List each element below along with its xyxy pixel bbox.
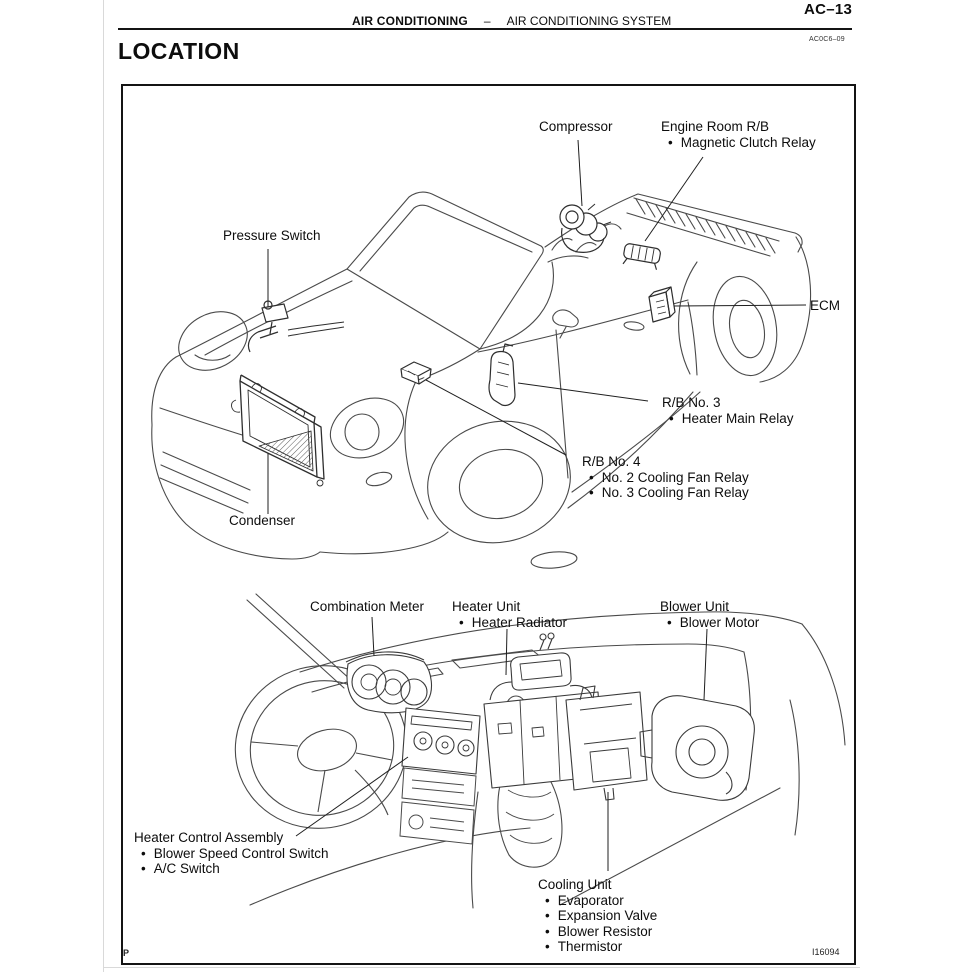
label-title: Combination Meter: [310, 599, 425, 614]
label-bullet: Evaporator: [538, 893, 657, 909]
label-condenser: Condenser: [229, 513, 295, 529]
label-title: Compressor: [539, 119, 613, 134]
label-bullet: Magnetic Clutch Relay: [661, 135, 816, 151]
label-compressor: Compressor: [539, 119, 613, 135]
ecm-drawing: [648, 286, 676, 323]
label-cooling-unit: Cooling Unit Evaporator Expansion Valve …: [538, 877, 657, 955]
heater-control-drawing: [401, 707, 481, 775]
pressure-switch-drawing: [247, 300, 345, 353]
label-bullet: No. 2 Cooling Fan Relay: [582, 470, 749, 486]
label-bullet: No. 3 Cooling Fan Relay: [582, 485, 749, 501]
rb-no4-drawing: [400, 361, 432, 385]
label-bullet: Blower Speed Control Switch: [134, 846, 329, 862]
label-title: Heater Control Assembly: [134, 830, 284, 845]
label-bullet: Heater Main Relay: [662, 411, 794, 427]
page-title: LOCATION: [118, 38, 240, 64]
label-title: Engine Room R/B: [661, 119, 770, 134]
label-heater-unit: Heater Unit Heater Radiator: [452, 599, 567, 630]
label-ecm: ECM: [810, 298, 840, 314]
section-title: AIR CONDITIONING: [352, 14, 468, 28]
label-title: Blower Unit: [660, 599, 730, 614]
header-separator: –: [483, 14, 491, 28]
label-pressure-switch: Pressure Switch: [223, 228, 321, 244]
running-header: AIR CONDITIONING – AIR CONDITIONING SYSTEM: [352, 14, 671, 28]
condenser-drawing: [231, 374, 325, 487]
page-bottom-edge-line: [103, 967, 860, 968]
figure-border: [121, 84, 856, 965]
compressor-drawing: [559, 203, 612, 253]
label-title: Condenser: [229, 513, 296, 528]
steering-wheel-drawing: [234, 665, 408, 829]
header-rule: [118, 28, 852, 30]
combination-meter-drawing: [345, 651, 433, 714]
page-number: AC–13: [804, 1, 853, 18]
label-title: R/B No. 3: [662, 395, 721, 410]
label-bullet: Expansion Valve: [538, 908, 658, 924]
cooling-unit-drawing: [565, 685, 648, 801]
leader-lines: [267, 139, 807, 871]
label-bullet: A/C Switch: [134, 861, 329, 877]
label-combination-meter: Combination Meter: [310, 599, 424, 615]
label-title: ECM: [810, 298, 840, 313]
label-bullet: Heater Radiator: [452, 615, 567, 631]
label-bullet: Blower Motor: [660, 615, 760, 631]
page-edge-line: [103, 0, 104, 972]
footer-marker: P: [123, 948, 130, 958]
audio-stack-drawing: [399, 767, 477, 845]
label-title: Heater Unit: [452, 599, 521, 614]
label-rb-no4: R/B No. 4 No. 2 Cooling Fan Relay No. 3 …: [582, 454, 749, 501]
label-rb-no3: R/B No. 3 Heater Main Relay: [662, 395, 794, 426]
label-bullet: Blower Resistor: [538, 924, 657, 940]
rb-no3-drawing: [488, 343, 516, 407]
label-bullet: Thermistor: [538, 939, 657, 955]
subsection-title: AIR CONDITIONING SYSTEM: [506, 14, 672, 28]
label-title: R/B No. 4: [582, 454, 641, 469]
label-blower-unit: Blower Unit Blower Motor: [660, 599, 759, 630]
figure-id: I16094: [812, 947, 840, 957]
label-title: Pressure Switch: [223, 228, 321, 243]
engine-room-rb-drawing: [622, 243, 661, 270]
revision-code: AC0C6–09: [809, 36, 845, 43]
label-heater-control-assembly: Heater Control Assembly Blower Speed Con…: [134, 830, 329, 877]
label-title: Cooling Unit: [538, 877, 612, 892]
label-engine-room-rb: Engine Room R/B Magnetic Clutch Relay: [661, 119, 816, 150]
blower-unit-drawing: [639, 695, 755, 801]
